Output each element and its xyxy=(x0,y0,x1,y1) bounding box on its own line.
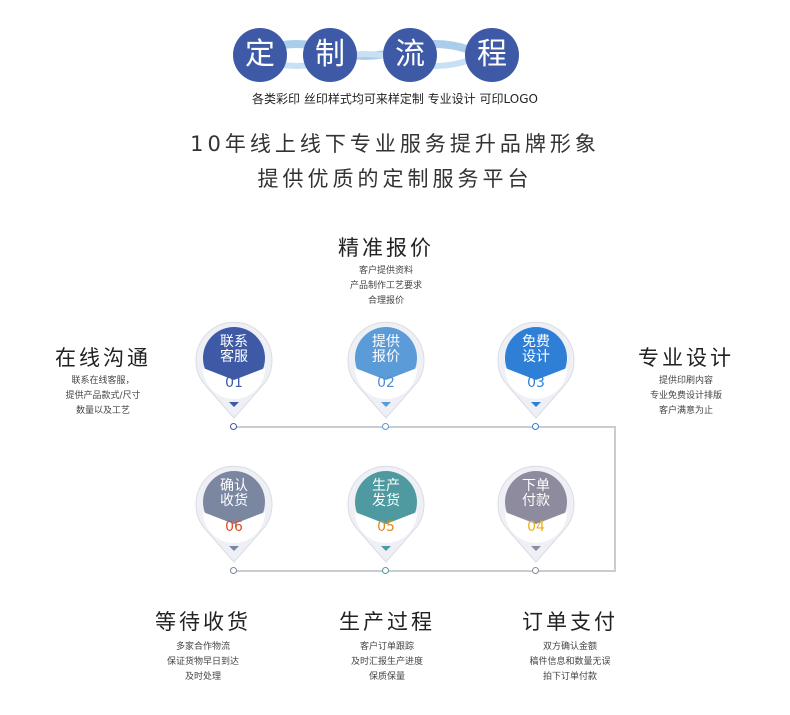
slogan-line-2: 提供优质的定制服务平台 xyxy=(257,167,533,191)
step-pin-02: 提供 报价 02 xyxy=(346,318,426,420)
pin-label-line2: 收货 xyxy=(220,493,248,509)
title-char-4: 程 xyxy=(465,28,519,82)
step-desc-04: 双方确认金额 稿件信息和数量无误 拍下订单付款 xyxy=(500,640,640,685)
pin-marker-icon xyxy=(195,465,273,563)
desc-line: 客户提供资料 xyxy=(358,266,413,276)
desc-line: 提供产品款式/尺寸 xyxy=(65,391,141,401)
step-desc-06: 多家合作物流 保证货物早日到达 及时处理 xyxy=(138,640,268,685)
desc-line: 及时汇报生产进度 xyxy=(350,657,423,667)
desc-line: 提供印刷内容 xyxy=(658,376,713,386)
step-heading-03: 专业设计 xyxy=(638,346,734,370)
desc-line: 稿件信息和数量无误 xyxy=(529,657,611,667)
subtitle: 各类彩印 丝印样式均可来样定制 专业设计 可印LOGO xyxy=(252,92,538,106)
connector-right xyxy=(614,426,616,572)
dot-01 xyxy=(230,423,237,430)
step-heading-06: 等待收货 xyxy=(155,610,251,634)
desc-line: 保证货物早日到达 xyxy=(166,657,239,667)
dot-03 xyxy=(532,423,539,430)
step-desc-01: 联系在线客服， 提供产品款式/尺寸 数量以及工艺 xyxy=(38,374,168,419)
pin-label-line1: 生产 xyxy=(372,478,400,494)
pin-marker-icon xyxy=(497,465,575,563)
step-pin-04: 下单 付款 04 xyxy=(496,462,576,564)
pin-marker-icon xyxy=(195,321,273,419)
pin-label-line1: 提供 xyxy=(372,334,400,350)
pin-label-line2: 付款 xyxy=(522,493,550,509)
step-number: 02 xyxy=(377,375,395,391)
dot-02 xyxy=(382,423,389,430)
desc-line: 多家合作物流 xyxy=(175,642,230,652)
title-char-3: 流 xyxy=(383,28,437,82)
desc-line: 数量以及工艺 xyxy=(75,406,130,416)
desc-line: 保质保量 xyxy=(368,672,405,682)
desc-line: 拍下订单付款 xyxy=(542,672,597,682)
pin-marker-icon xyxy=(347,465,425,563)
step-number: 03 xyxy=(527,375,545,391)
step-heading-04: 订单支付 xyxy=(522,610,618,634)
step-pin-01: 联系 客服 01 xyxy=(194,318,274,420)
desc-line: 及时处理 xyxy=(184,672,221,682)
connector-bottom xyxy=(233,570,616,572)
desc-line: 合理报价 xyxy=(367,296,404,306)
desc-line: 客户满意为止 xyxy=(658,406,713,416)
step-heading-01: 在线沟通 xyxy=(55,346,151,370)
step-pin-06: 确认 收货 06 xyxy=(194,462,274,564)
step-heading-02: 精准报价 xyxy=(338,236,434,260)
step-desc-02: 客户提供资料 产品制作工艺要求 合理报价 xyxy=(320,264,452,309)
step-number: 05 xyxy=(377,519,395,535)
step-desc-05: 客户订单跟踪 及时汇报生产进度 保质保量 xyxy=(322,640,452,685)
dot-04 xyxy=(532,567,539,574)
pin-marker-icon xyxy=(347,321,425,419)
pin-label-line2: 设计 xyxy=(522,349,550,365)
step-number: 01 xyxy=(225,375,243,391)
connector-top xyxy=(233,426,615,428)
pin-label-line2: 发货 xyxy=(372,493,400,509)
desc-line: 客户订单跟踪 xyxy=(359,642,414,652)
step-number: 04 xyxy=(527,519,545,535)
title-char-2: 制 xyxy=(303,28,357,82)
pin-label-line2: 报价 xyxy=(372,349,400,365)
pin-marker-icon xyxy=(497,321,575,419)
pin-label-line1: 下单 xyxy=(522,478,550,494)
step-number: 06 xyxy=(225,519,243,535)
step-heading-05: 生产过程 xyxy=(339,610,435,634)
pin-label-line2: 客服 xyxy=(220,349,248,365)
dot-06 xyxy=(230,567,237,574)
step-pin-05: 生产 发货 05 xyxy=(346,462,426,564)
desc-line: 联系在线客服， xyxy=(71,376,135,386)
pin-label-line1: 联系 xyxy=(220,334,248,350)
pin-label-line1: 确认 xyxy=(220,478,248,494)
desc-line: 双方确认金额 xyxy=(542,642,597,652)
desc-line: 产品制作工艺要求 xyxy=(349,281,422,291)
step-desc-03: 提供印刷内容 专业免费设计排版 客户满意为止 xyxy=(620,374,752,419)
slogan-line-1: 10年线上线下专业服务提升品牌形象 xyxy=(190,132,600,156)
step-pin-03: 免费 设计 03 xyxy=(496,318,576,420)
desc-line: 专业免费设计排版 xyxy=(649,391,722,401)
dot-05 xyxy=(382,567,389,574)
pin-label-line1: 免费 xyxy=(522,334,550,350)
title-char-1: 定 xyxy=(233,28,287,82)
